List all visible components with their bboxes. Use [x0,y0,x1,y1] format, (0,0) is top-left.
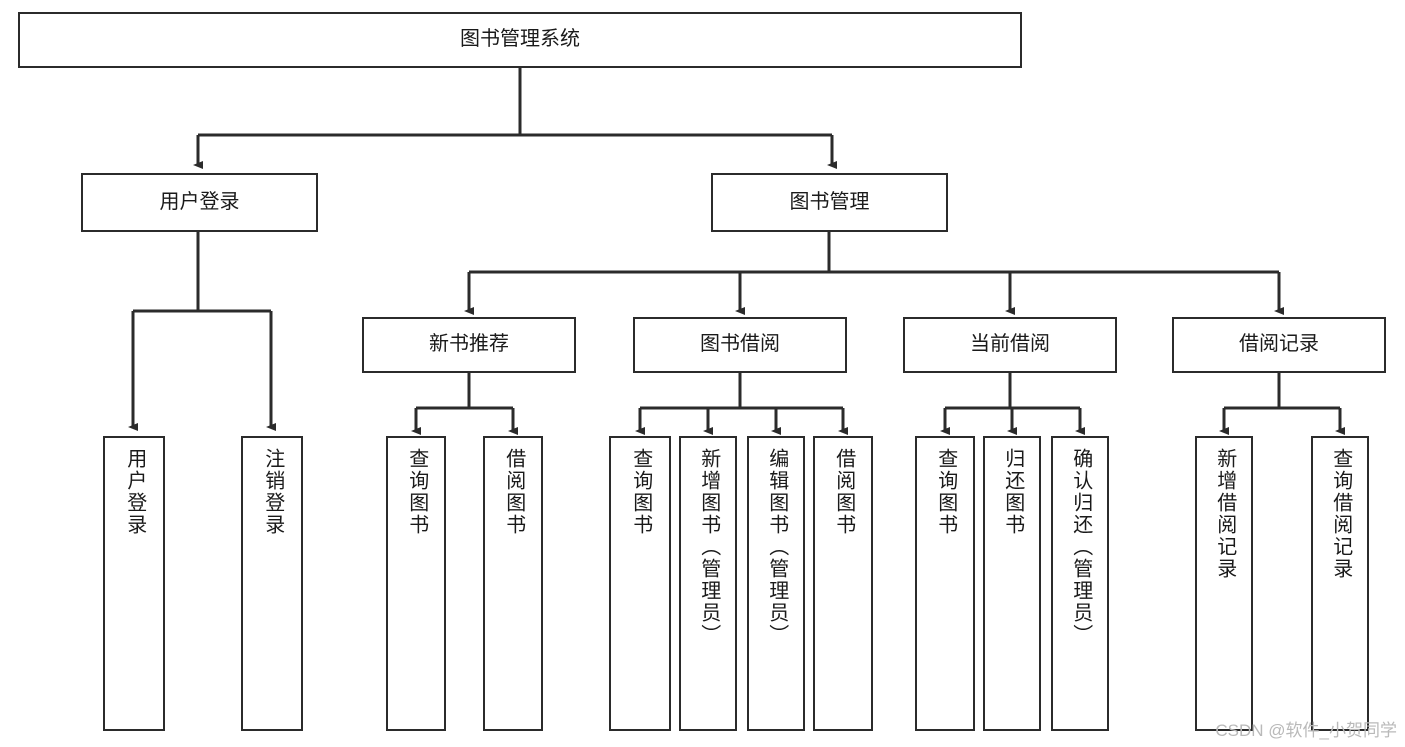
node-label: 归还图书 [1001,448,1024,536]
node-label: 编辑图书（管理员） [765,448,788,646]
node-book-borrow[interactable]: 图书借阅 [633,317,847,373]
node-label: 图书管理系统 [460,28,580,51]
node-root-system[interactable]: 图书管理系统 [18,12,1022,68]
node-leaf-user-login[interactable]: 用户登录 [103,436,165,731]
node-leaf-confirm-return-admin[interactable]: 确认归还（管理员） [1051,436,1109,731]
node-label: 注销登录 [261,448,284,536]
node-label: 新书推荐 [429,333,509,356]
node-label: 新增图书（管理员） [697,448,720,646]
node-leaf-query-book-borrow[interactable]: 查询图书 [609,436,671,731]
node-label: 用户登录 [123,448,146,536]
node-leaf-user-logout[interactable]: 注销登录 [241,436,303,731]
node-label: 用户登录 [159,190,240,213]
node-current-borrow[interactable]: 当前借阅 [903,317,1117,373]
node-leaf-query-borrow-record[interactable]: 查询借阅记录 [1311,436,1369,731]
node-label: 图书借阅 [700,333,780,356]
node-user-login[interactable]: 用户登录 [81,173,318,232]
node-label: 查询借阅记录 [1329,448,1352,580]
node-label: 确认归还（管理员） [1069,448,1092,646]
watermark-text: CSDN @软件_小贺同学 [1215,721,1397,740]
node-leaf-edit-book-admin[interactable]: 编辑图书（管理员） [747,436,805,731]
node-label: 图书管理 [789,190,870,213]
node-borrow-record[interactable]: 借阅记录 [1172,317,1386,373]
node-leaf-add-book-admin[interactable]: 新增图书（管理员） [679,436,737,731]
node-leaf-return-book[interactable]: 归还图书 [983,436,1041,731]
node-label: 查询图书 [405,448,428,536]
node-label: 新增借阅记录 [1213,448,1236,580]
node-label: 查询图书 [629,448,652,536]
node-label: 查询图书 [934,448,957,536]
node-label: 借阅图书 [832,448,855,536]
node-leaf-borrow-book[interactable]: 借阅图书 [813,436,873,731]
node-label: 当前借阅 [970,333,1050,356]
node-label: 借阅图书 [502,448,525,536]
node-new-book-recommend[interactable]: 新书推荐 [362,317,576,373]
node-book-management[interactable]: 图书管理 [711,173,948,232]
node-leaf-query-book-recommend[interactable]: 查询图书 [386,436,446,731]
node-leaf-add-borrow-record[interactable]: 新增借阅记录 [1195,436,1253,731]
node-label: 借阅记录 [1239,333,1319,356]
node-leaf-query-book-current[interactable]: 查询图书 [915,436,975,731]
node-leaf-borrow-book-recommend[interactable]: 借阅图书 [483,436,543,731]
